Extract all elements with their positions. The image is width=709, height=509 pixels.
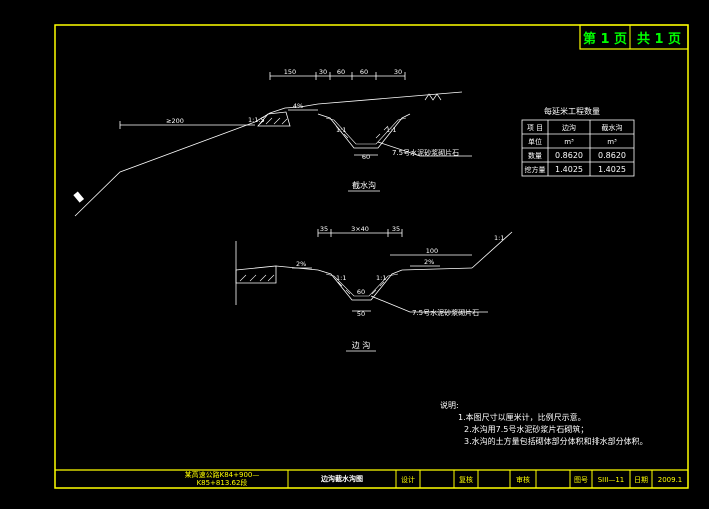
design-label: 设计: [401, 475, 415, 484]
table-cell: 1.4025: [555, 165, 583, 174]
table-cell: 挖方量: [525, 165, 546, 174]
grade-label: 4%: [293, 102, 303, 110]
table-title: 每延米工程数量: [544, 106, 600, 116]
table-cell: 1.4025: [598, 165, 626, 174]
dim-3x40: 3×40: [351, 225, 369, 233]
dim-60b: 60: [360, 68, 368, 76]
date-value: 2009.1: [658, 476, 683, 484]
section-title-bottom: 边 沟: [352, 340, 371, 350]
table-cell: 数量: [528, 151, 542, 160]
bottom-label: 60: [357, 288, 365, 296]
quantity-table: 每延米工程数量 项 目 边沟 截水沟 单位 m³ m³ 数量 0.8620 0.…: [521, 106, 635, 177]
dim-35a: 35: [320, 225, 328, 233]
dim-35b: 35: [392, 225, 400, 233]
drawing-no-label: 图号: [574, 476, 588, 484]
table-header-intercept-ditch: 截水沟: [602, 123, 623, 132]
grade-right-label: 2%: [424, 258, 434, 266]
drawing-frame: [54, 24, 689, 489]
table-header-side-ditch: 边沟: [562, 123, 576, 132]
page-label-box: [579, 24, 689, 50]
grade-left-label: 2%: [296, 260, 306, 268]
dim-30a: 30: [319, 68, 327, 76]
notes-heading: 说明:: [440, 400, 459, 410]
review-label: 复核: [459, 475, 473, 484]
note-item: 1.本图尺寸以厘米计，比例尺示意。: [458, 412, 586, 422]
slope-b-label-b: 1:1: [376, 274, 386, 282]
table-cell: 单位: [528, 137, 542, 146]
drawing-no: SIII—11: [598, 476, 625, 484]
dim-150: 150: [284, 68, 296, 76]
title-block: 某高速公路K84+900— K85+813.62段 边沟截水沟图 设计 复核 审…: [55, 469, 688, 488]
slope-a-label-b: 1:1: [336, 274, 346, 282]
slope-a-label: 1:1: [336, 126, 346, 134]
page-total: 共 1 页: [637, 31, 681, 47]
dim-60a: 60: [337, 68, 345, 76]
bottom-width-label-b: 50: [357, 310, 365, 318]
dim-100: 100: [426, 247, 438, 255]
project-name-line2: K85+813.62段: [197, 478, 248, 487]
bottom-width-label: 60: [362, 153, 370, 161]
drawing-name: 边沟截水沟图: [320, 474, 363, 483]
date-label: 日期: [634, 476, 648, 484]
page-number: 第 1 页: [583, 31, 627, 47]
intercepting-ditch-section: [73, 72, 472, 217]
table-cell: m³: [607, 138, 617, 146]
note-item: 2.水沟用7.5号水泥砂浆片石砌筑；: [464, 424, 588, 434]
material-note-top: 7.5号水泥砂浆砌片石: [392, 148, 459, 157]
slope-right-label: 1:1: [494, 234, 504, 242]
table-header-item: 项 目: [527, 124, 543, 132]
audit-label: 审核: [516, 475, 530, 484]
note-item: 3.水沟的土方量包括砌体部分体积和排水部分体积。: [464, 436, 648, 446]
dim-30b: 30: [394, 68, 402, 76]
notes: 说明: 1.本图尺寸以厘米计，比例尺示意。 2.水沟用7.5号水泥砂浆片石砌筑；…: [440, 400, 648, 446]
table-cell: 0.8620: [598, 151, 626, 160]
offset-label: ≥200: [166, 117, 184, 125]
project-name-line1: 某高速公路K84+900—: [185, 470, 260, 479]
side-ditch-section: [235, 229, 513, 313]
material-note-bottom: 7.5号水泥砂浆砌片石: [412, 308, 479, 317]
slope-left-label: 1:1.5: [248, 116, 265, 124]
table-cell: 0.8620: [555, 151, 583, 160]
table-cell: m³: [564, 138, 574, 146]
section-title-top: 截水沟: [352, 180, 376, 190]
slope-b-label: 1:1: [386, 126, 396, 134]
